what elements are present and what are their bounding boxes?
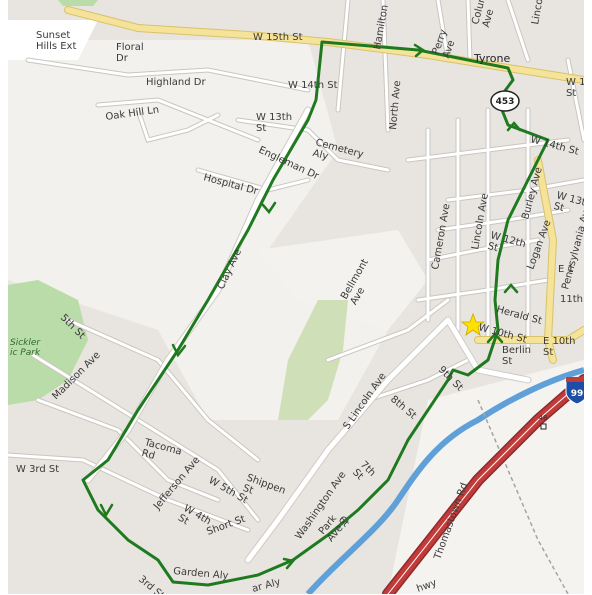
label-e11th-st: 11th S	[560, 294, 584, 305]
destination-star-icon[interactable]	[460, 312, 486, 336]
label-w15th-st: W 15th St	[253, 32, 303, 43]
interstate-shield: 99	[565, 377, 584, 405]
minor-streets	[8, 0, 584, 532]
us-route-number: 453	[496, 97, 515, 107]
route-path[interactable]	[81, 40, 550, 587]
park-area-2	[278, 300, 348, 420]
white-region-nw	[8, 20, 98, 60]
label-w15th-st-right: W 15tSt	[566, 77, 584, 99]
railroad	[477, 399, 569, 594]
label-north-ave: North Ave	[388, 80, 403, 130]
label-w3rd-st: W 3rd St	[16, 464, 59, 475]
label-hwy: hwy	[415, 577, 438, 594]
label-town: Tyrone	[473, 52, 510, 65]
interstate-99-road	[382, 374, 584, 594]
river	[305, 367, 584, 594]
interstate-number: 99	[571, 389, 584, 399]
label-highland-dr: Highland Dr	[146, 77, 206, 88]
exit-number: 48	[539, 414, 548, 422]
label-e1: E 1	[558, 264, 574, 275]
exit-marker: 48	[539, 414, 548, 430]
us-route-shield: 453	[490, 90, 520, 112]
label-garden-aly: Garden Aly	[173, 566, 229, 582]
label-columbia-ave: ColumAve	[470, 0, 500, 29]
park-area-top	[58, 0, 98, 6]
open-area-2	[258, 230, 428, 330]
label-w14th-st: W 14th St	[288, 80, 338, 91]
route-arrows	[99, 43, 522, 570]
label-w13th-st-right: W 13thSt	[552, 190, 584, 221]
